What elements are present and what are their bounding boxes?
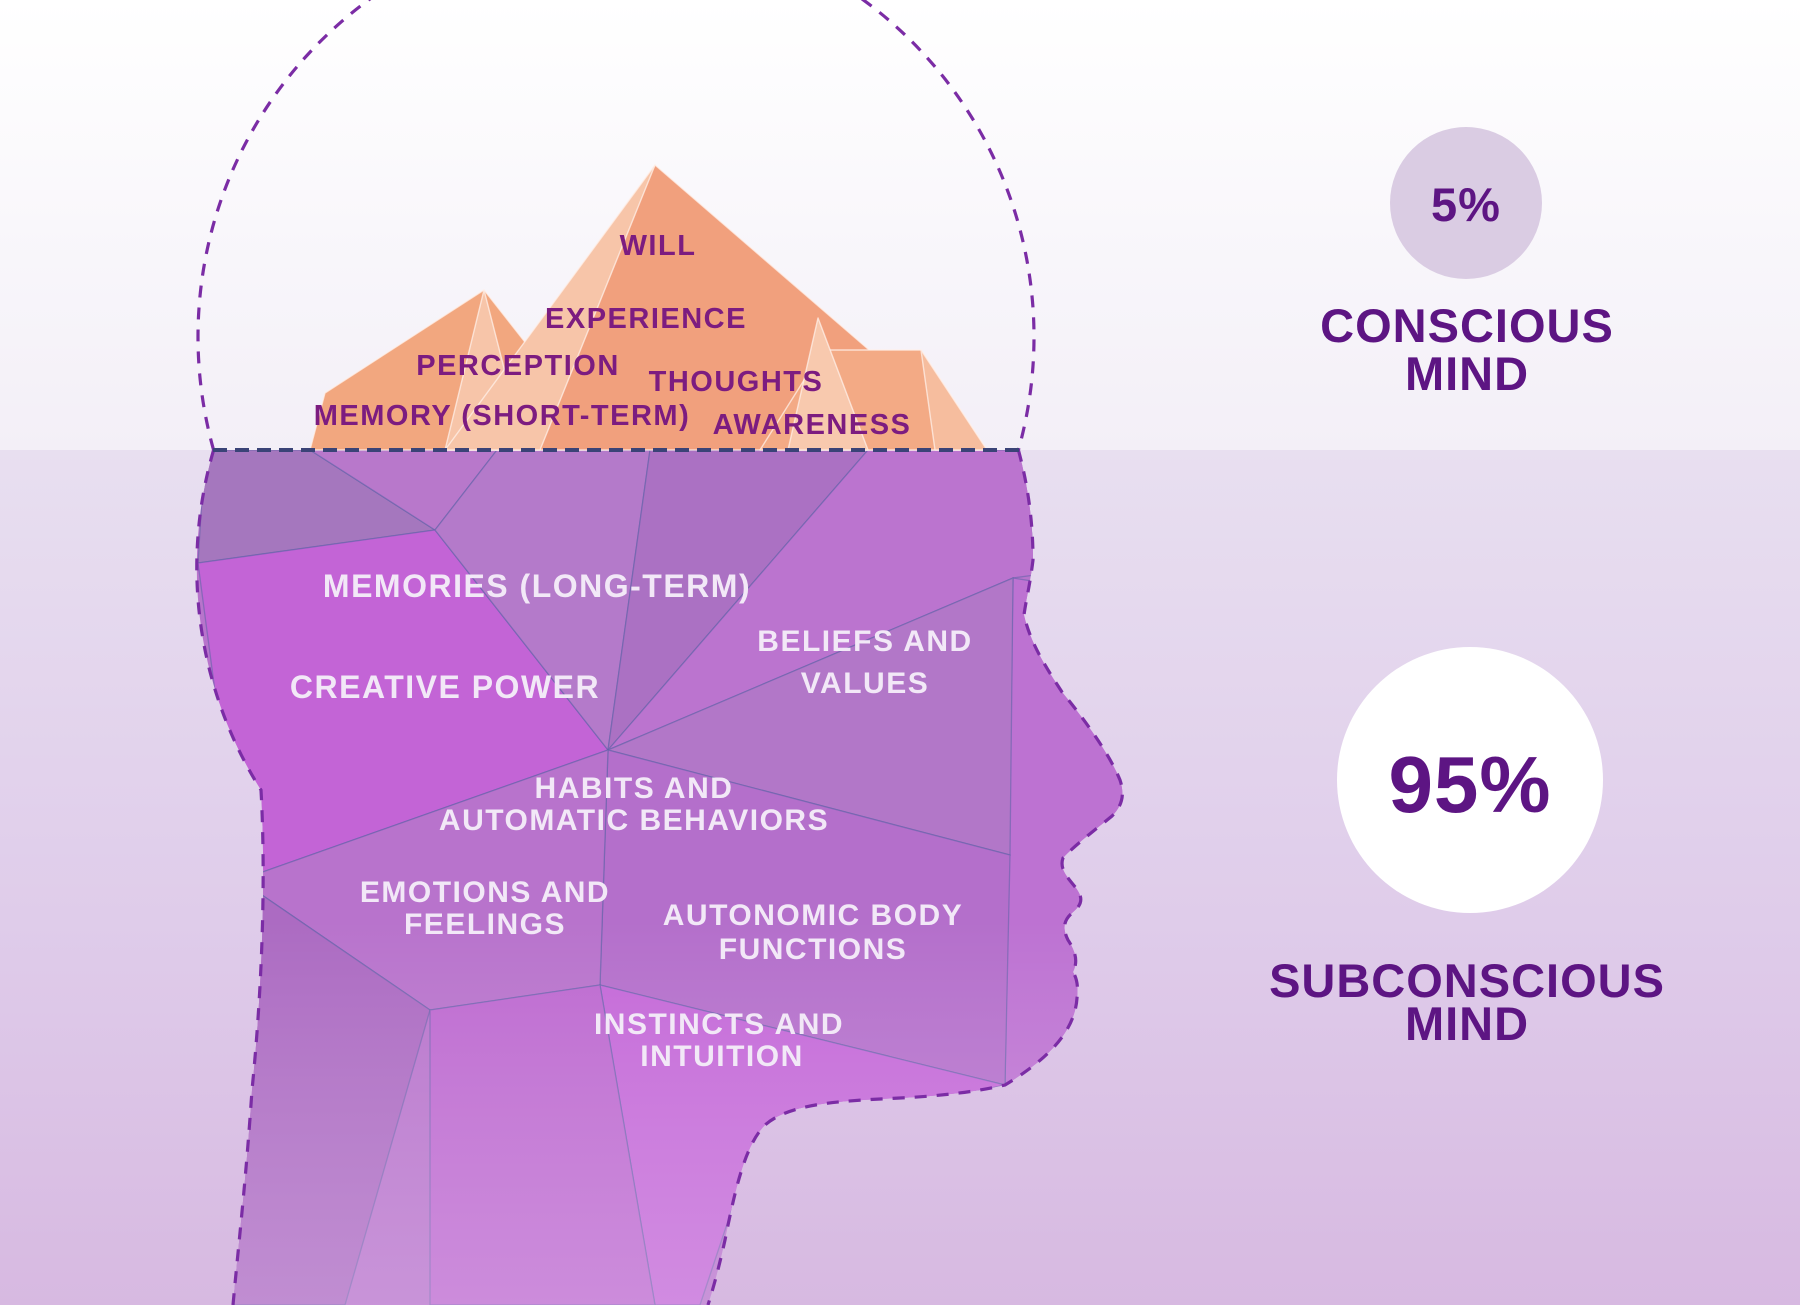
label-awareness: AWARENESS	[713, 409, 912, 441]
label-thoughts: THOUGHTS	[649, 366, 824, 398]
label-will: WILL	[620, 230, 697, 262]
iceberg-peaks-conscious	[309, 164, 988, 451]
label-perception: PERCEPTION	[416, 350, 620, 382]
conscious-percent-circle	[1390, 127, 1542, 279]
conscious-title-line2: MIND	[1405, 347, 1529, 400]
subconscious-labels: MEMORIES (LONG-TERM) BELIEFS AND VALUES …	[290, 568, 972, 1073]
subconscious-percent-circle	[1337, 647, 1603, 913]
subconscious-percent-value: 95%	[1388, 740, 1551, 829]
label-autonomic-line1: AUTONOMIC BODY	[663, 899, 963, 932]
subconscious-title-line2: MIND	[1405, 997, 1529, 1050]
conscious-labels: WILL EXPERIENCE PERCEPTION THOUGHTS MEMO…	[314, 230, 912, 441]
conscious-title-line1: CONSCIOUS	[1320, 299, 1614, 352]
cranium-dashed-circle	[196, 0, 1036, 450]
peak-right-pale	[787, 317, 869, 451]
head-outline-face-dashed	[706, 449, 1124, 1305]
label-memory-short-term: MEMORY (SHORT-TERM)	[314, 400, 691, 432]
label-emotions-line2: FEELINGS	[404, 908, 566, 941]
label-beliefs-line2: VALUES	[801, 667, 929, 700]
label-creative-power: CREATIVE POWER	[290, 669, 600, 705]
label-instincts-line2: INTUITION	[640, 1040, 804, 1073]
label-habits-line2: AUTOMATIC BEHAVIORS	[439, 804, 829, 837]
label-autonomic-line2: FUNCTIONS	[719, 933, 908, 966]
subconscious-stat: 95% SUBCONSCIOUS MIND	[1269, 647, 1665, 1050]
head-outline-back-dashed	[195, 449, 265, 1305]
label-memories-long-term: MEMORIES (LONG-TERM)	[323, 568, 751, 604]
subconscious-title-line1: SUBCONSCIOUS	[1269, 954, 1665, 1007]
label-experience: EXPERIENCE	[545, 303, 747, 335]
conscious-stat: 5% CONSCIOUS MIND	[1320, 127, 1614, 400]
label-instincts-line1: INSTINCTS AND	[594, 1008, 844, 1041]
label-beliefs-line1: BELIEFS AND	[757, 625, 972, 658]
peak-main-pale-sliver	[444, 164, 656, 451]
label-emotions-line1: EMOTIONS AND	[360, 876, 610, 909]
label-habits-line1: HABITS AND	[535, 772, 734, 805]
conscious-percent-value: 5%	[1431, 178, 1501, 231]
